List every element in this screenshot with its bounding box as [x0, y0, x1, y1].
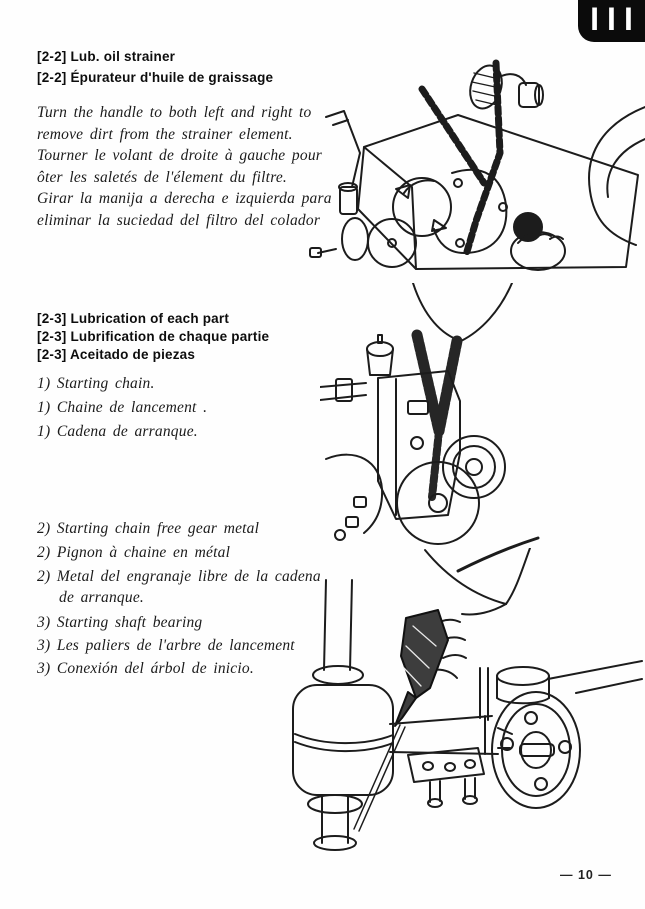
- section-index-tab-label: III: [590, 1, 641, 37]
- body-line-fr-1: Tourner le volant de droite à gauche pou…: [37, 147, 323, 164]
- item-1-fr: 1) Chaine de lancement .: [37, 399, 208, 416]
- pulley: [397, 462, 479, 544]
- item-2-fr: 2) Pignon à chaine en métal: [37, 544, 231, 561]
- item-2-free-gear-metal: 2) Starting chain free gear metal 2) Pig…: [37, 517, 321, 606]
- chain: [439, 341, 457, 431]
- body-line-en-1: Turn the handle to both left and right t…: [37, 104, 312, 121]
- item-3-shaft-bearing: 3) Starting shaft bearing 3) Les paliers…: [37, 611, 295, 680]
- body-line-es-2: eliminar la suciedad del filtro del cola…: [37, 211, 321, 229]
- section-2-3-title-fr: [2-3] Lubrification de chaque partie: [37, 329, 270, 344]
- body-line-en-2: remove dirt from the strainer element.: [37, 125, 293, 143]
- arm-outline: [589, 107, 645, 245]
- item-1-es: 1) Cadena de arranque.: [37, 423, 198, 440]
- oil-cup: [367, 342, 393, 356]
- item-2-es-line1: 2) Metal del engranaje libre de la caden…: [37, 568, 321, 585]
- pulley: [443, 436, 505, 498]
- section-2-2-title-fr: [2-2] Épurateur d'huile de graissage: [37, 70, 274, 85]
- chain: [466, 63, 500, 255]
- pipe-collar: [313, 666, 363, 684]
- rod: [354, 725, 405, 831]
- fingers: [432, 620, 466, 678]
- strainer-disc: [393, 178, 451, 236]
- section-2-2-body: Turn the handle to both left and right t…: [37, 102, 332, 231]
- arm-outline: [425, 550, 506, 604]
- section-2-3-heading: [2-3] Lubrication of each part [2-3] Lub…: [37, 310, 269, 364]
- chain: [417, 335, 439, 431]
- wheel: [492, 692, 580, 808]
- item-2-en: 2) Starting chain free gear metal: [37, 520, 260, 537]
- item-3-fr: 3) Les paliers de l'arbre de lancement: [37, 637, 295, 654]
- body-line-es-1: Girar la manija a derecha e izquierda pa…: [37, 190, 332, 207]
- oil-can-spout: [395, 692, 416, 726]
- hose: [326, 455, 382, 533]
- shaft-bearing-oiling-illustration: [280, 548, 645, 853]
- chain: [422, 89, 484, 183]
- oil-strainer-cleaning-illustration: [300, 55, 645, 285]
- page-number: — 10 —: [560, 868, 612, 882]
- hand: [511, 232, 565, 270]
- section-2-3-title-es: [2-3] Aceitado de piezas: [37, 347, 196, 362]
- section-2-3-title-en: [2-3] Lubrication of each part: [37, 311, 230, 326]
- body-line-fr-2: ôter les saletés de l'élement du filtre.: [37, 168, 288, 186]
- filler-cylinder: [497, 667, 549, 685]
- oil-can: [401, 610, 448, 698]
- frame-rails: [390, 716, 498, 754]
- section-2-2-title-en: [2-2] Lub. oil strainer: [37, 49, 176, 64]
- item-1-starting-chain: 1) Starting chain. 1) Chaine de lancemen…: [37, 372, 207, 444]
- item-2-es-line2: de arranque.: [59, 589, 144, 606]
- item-3-es: 3) Conexión del árbol de inicio.: [37, 660, 254, 677]
- starting-chain-illustration: [320, 283, 640, 573]
- item-3-en: 3) Starting shaft bearing: [37, 614, 203, 631]
- section-index-tab: III: [578, 0, 645, 42]
- section-2-2-heading: [2-2] Lub. oil strainer [2-2] Épurateur …: [37, 46, 273, 88]
- item-1-en: 1) Starting chain.: [37, 375, 155, 392]
